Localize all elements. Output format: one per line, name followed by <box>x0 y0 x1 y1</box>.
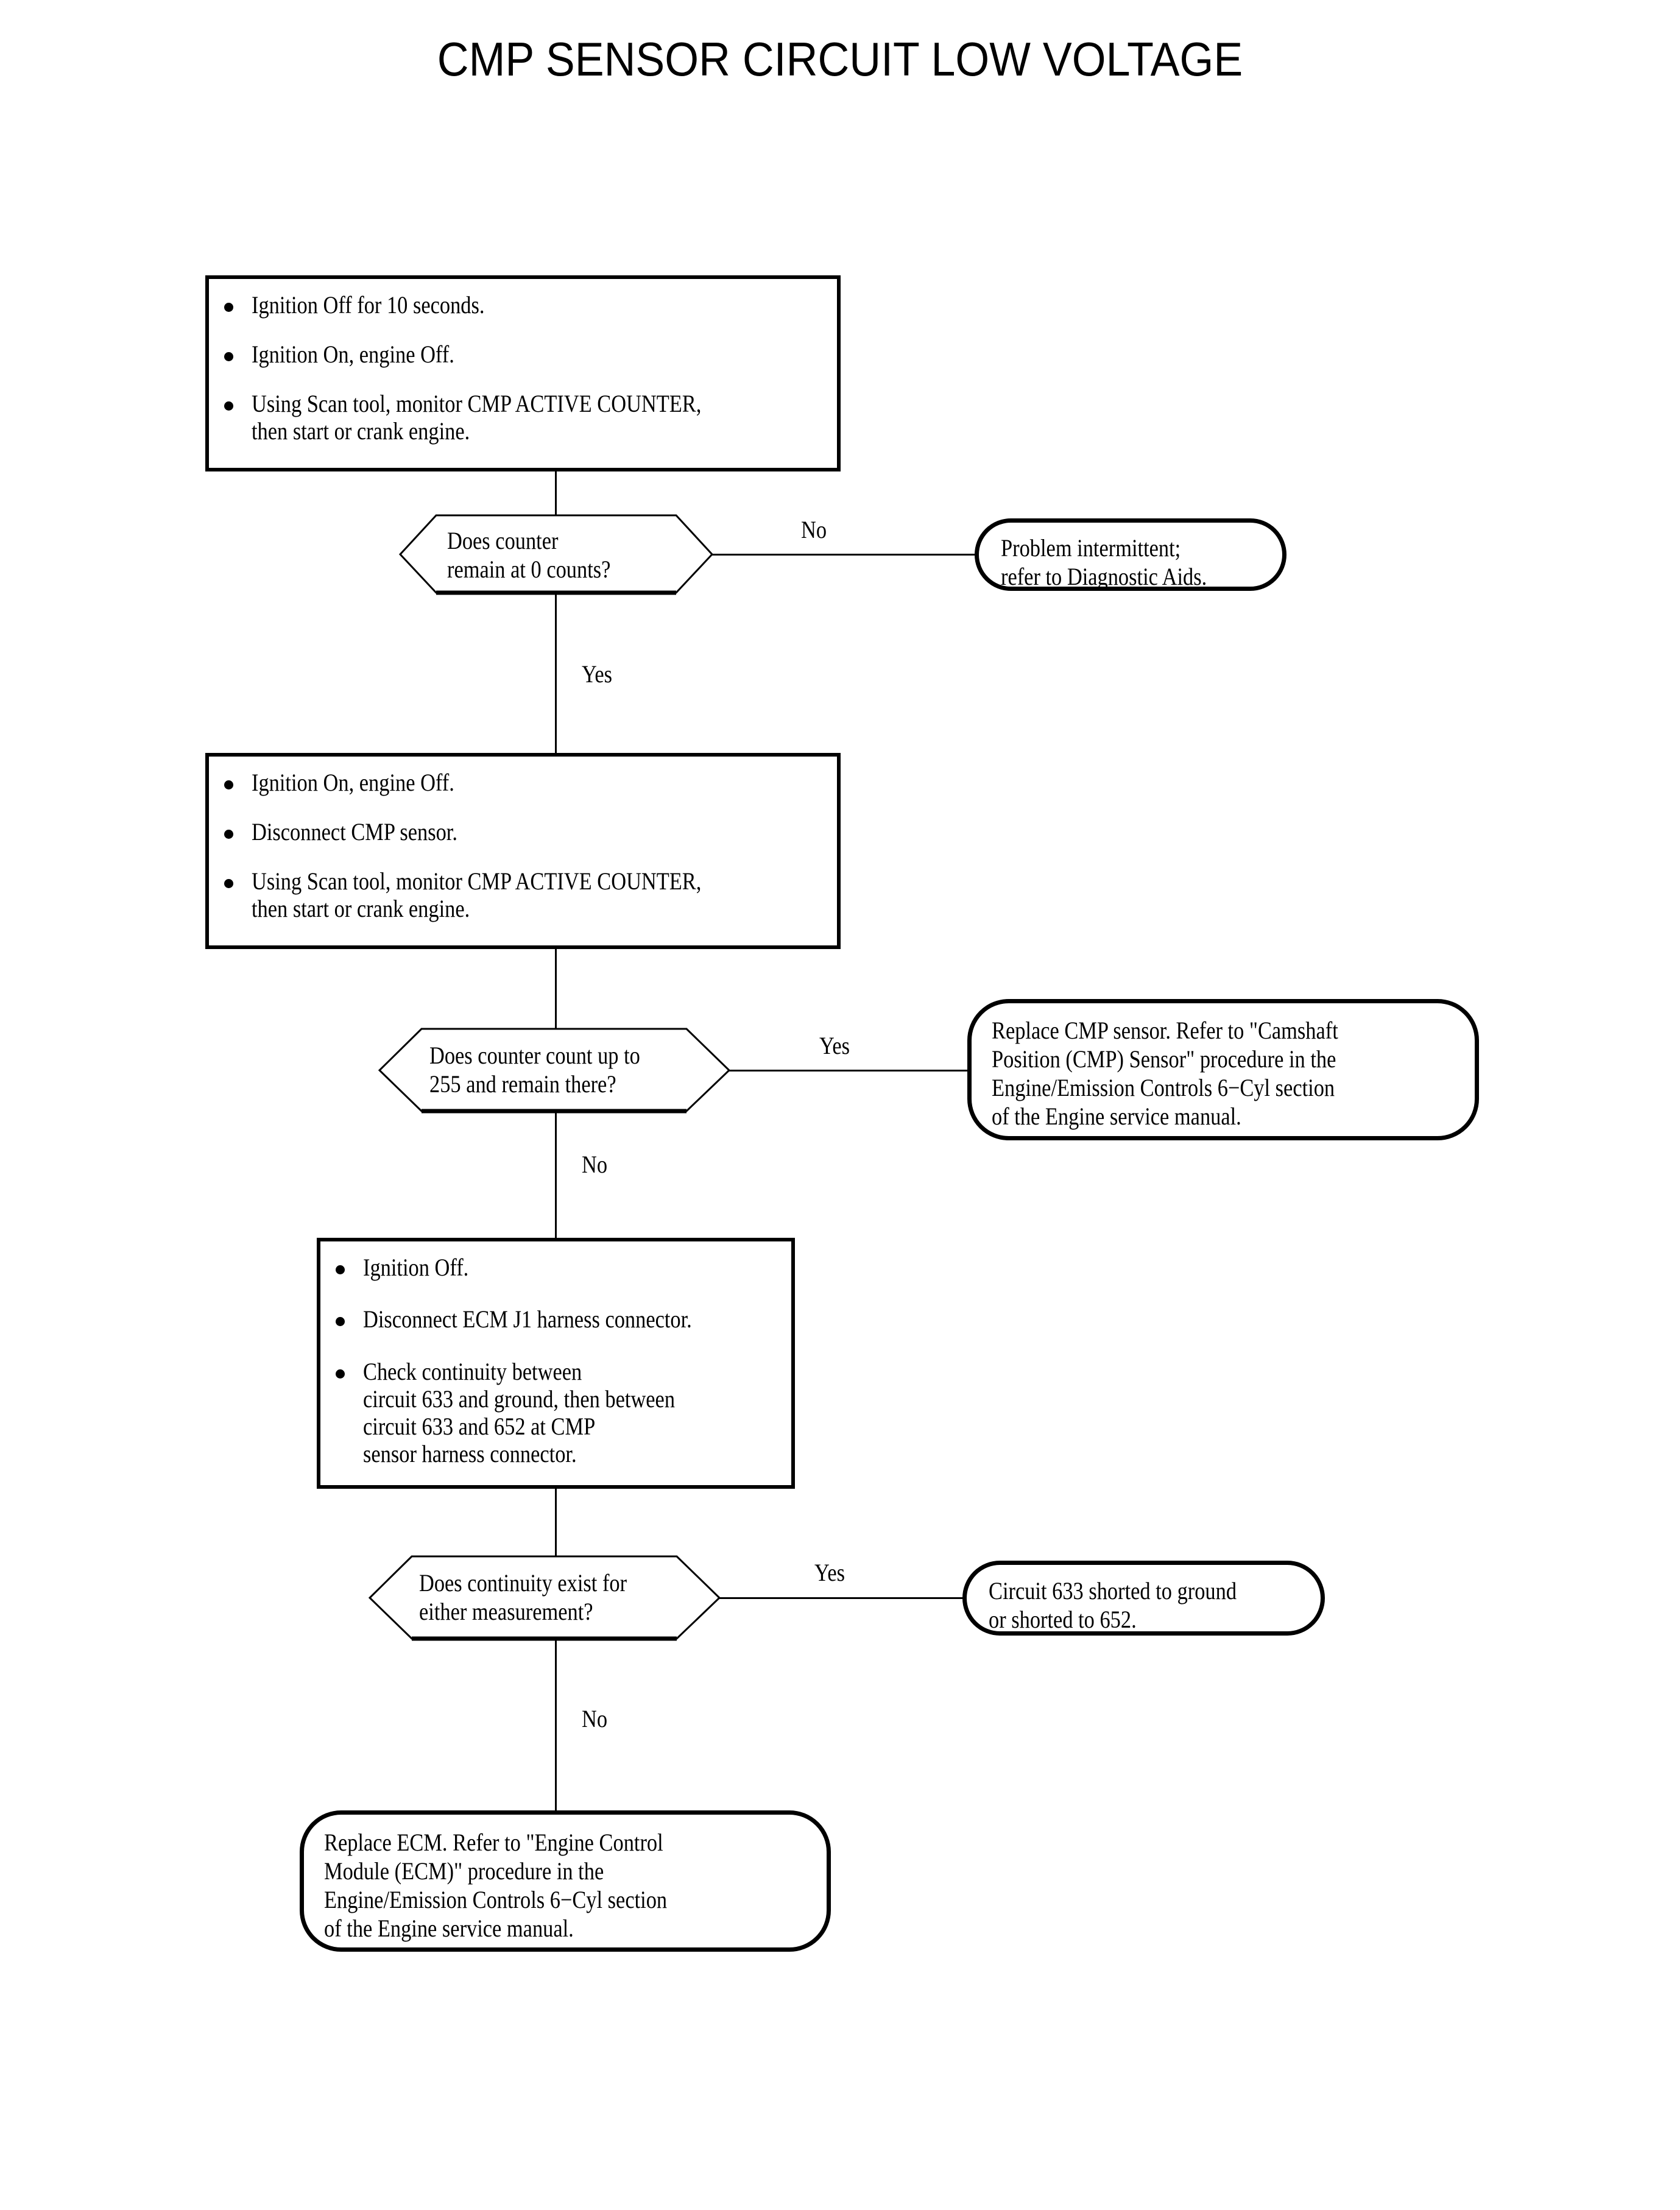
process-box-step-2: Ignition On, engine Off. Disconnect CMP … <box>205 753 841 949</box>
branch-label-decision1-yes: Yes <box>582 660 613 688</box>
terminator-replace-cmp-sensor: Replace CMP sensor. Refer to "Camshaft P… <box>967 999 1479 1140</box>
terminator-text: Problem intermittent; refer to Diagnosti… <box>1001 534 1207 590</box>
bullet-marker-icon <box>336 1265 345 1274</box>
decision-hexagon-3: Does continuity exist for either measure… <box>368 1555 721 1641</box>
decision-hexagon-2: Does counter count up to 255 and remain … <box>378 1028 731 1114</box>
page-title: CMP SENSOR CIRCUIT LOW VOLTAGE <box>437 32 1243 86</box>
branch-label-decision2-no: No <box>582 1151 608 1178</box>
process-bullet-item: Check continuity between circuit 633 and… <box>363 1358 676 1467</box>
process-bullet-list: Ignition Off for 10 seconds. Ignition On… <box>209 279 837 468</box>
process-bullet-list: Ignition On, engine Off. Disconnect CMP … <box>209 757 837 945</box>
decision-question-2: Does counter count up to 255 and remain … <box>429 1042 640 1098</box>
bullet-marker-icon <box>224 303 233 312</box>
bullet-marker-icon <box>336 1369 345 1379</box>
connector-decision2-no <box>555 1111 557 1238</box>
process-bullet-item: Ignition Off for 10 seconds. <box>252 291 485 319</box>
process-box-step-3: Ignition Off. Disconnect ECM J1 harness … <box>317 1238 795 1489</box>
decision-hexagon-1: Does counter remain at 0 counts? <box>398 514 714 595</box>
bullet-marker-icon <box>224 780 233 789</box>
bullet-marker-icon <box>224 879 233 888</box>
connector-decision3-yes <box>719 1597 967 1599</box>
connector-decision3-no <box>555 1639 557 1810</box>
branch-label-decision3-no: No <box>582 1705 608 1732</box>
process-bullet-list: Ignition Off. Disconnect ECM J1 harness … <box>320 1241 791 1485</box>
connector-decision1-no <box>712 554 981 556</box>
terminator-problem-intermittent: Problem intermittent; refer to Diagnosti… <box>975 518 1286 591</box>
bullet-marker-icon <box>224 352 233 361</box>
terminator-circuit-shorted: Circuit 633 shorted to ground or shorted… <box>962 1561 1325 1636</box>
decision-question-3: Does continuity exist for either measure… <box>419 1569 627 1625</box>
connector-decision1-yes <box>555 592 557 754</box>
process-bullet-item: Disconnect ECM J1 harness connector. <box>363 1305 692 1333</box>
terminator-text: Circuit 633 shorted to ground or shorted… <box>989 1577 1237 1633</box>
connector-decision2-yes <box>729 1070 972 1071</box>
bullet-marker-icon <box>336 1317 345 1326</box>
branch-label-decision3-yes: Yes <box>814 1559 845 1586</box>
connector-step1-to-decision1 <box>555 471 557 515</box>
process-bullet-item: Ignition Off. <box>363 1254 469 1281</box>
connector-step2-to-decision2 <box>555 949 557 1028</box>
bullet-marker-icon <box>224 401 233 411</box>
terminator-text: Replace ECM. Refer to "Engine Control Mo… <box>324 1829 668 1942</box>
branch-label-decision1-no: No <box>801 516 827 543</box>
terminator-replace-ecm: Replace ECM. Refer to "Engine Control Mo… <box>300 1810 831 1952</box>
process-bullet-item: Using Scan tool, monitor CMP ACTIVE COUN… <box>252 867 702 922</box>
bullet-marker-icon <box>224 830 233 839</box>
process-bullet-item: Disconnect CMP sensor. <box>252 818 457 846</box>
process-bullet-item: Using Scan tool, monitor CMP ACTIVE COUN… <box>252 390 702 445</box>
process-box-step-1: Ignition Off for 10 seconds. Ignition On… <box>205 275 841 471</box>
branch-label-decision2-yes: Yes <box>819 1032 850 1059</box>
terminator-text: Replace CMP sensor. Refer to "Camshaft P… <box>992 1017 1338 1130</box>
process-bullet-item: Ignition On, engine Off. <box>252 769 454 796</box>
process-bullet-item: Ignition On, engine Off. <box>252 341 454 368</box>
decision-question-1: Does counter remain at 0 counts? <box>447 527 611 583</box>
connector-step3-to-decision3 <box>555 1489 557 1556</box>
